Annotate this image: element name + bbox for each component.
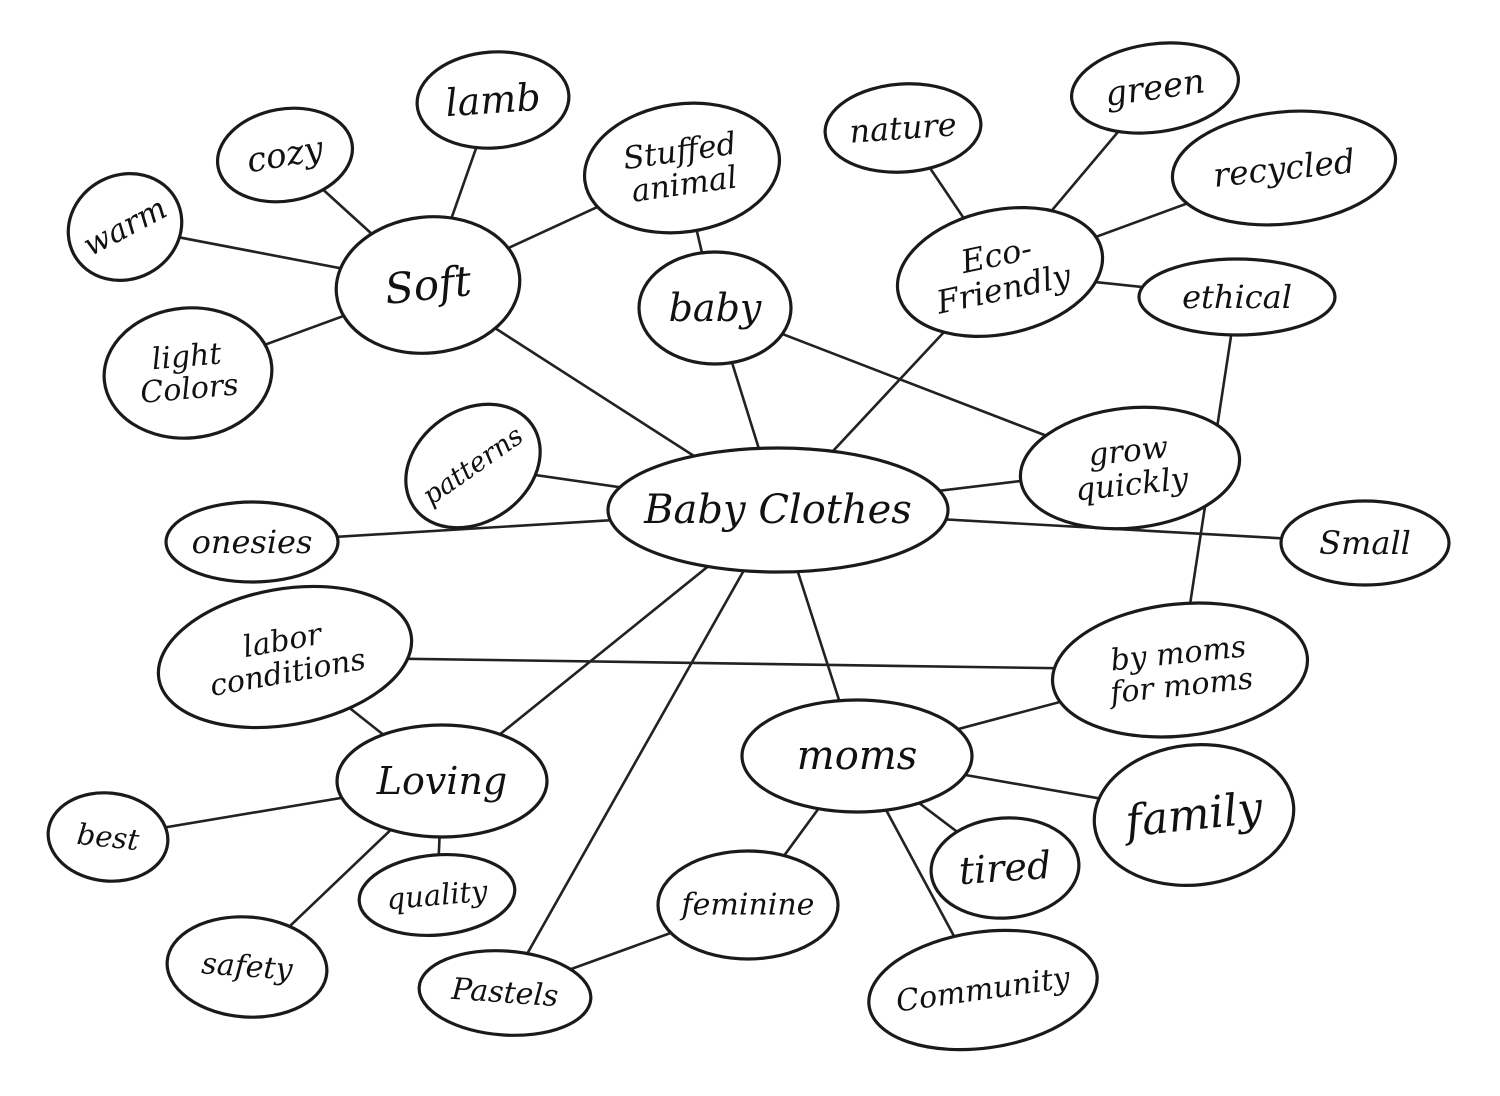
node-nature: nature bbox=[823, 82, 983, 174]
node-light-colors-bubble bbox=[102, 306, 274, 440]
node-green-bubble bbox=[1069, 41, 1241, 135]
node-moms-label: moms bbox=[797, 733, 917, 779]
edge-labor-conditions-to-by-moms-for-moms bbox=[283, 655, 1182, 672]
node-onesies-bubble bbox=[164, 500, 340, 584]
node-recycled-bubble bbox=[1170, 109, 1398, 227]
node-onesies-label: onesies bbox=[192, 523, 313, 561]
node-soft-label: Soft bbox=[382, 256, 473, 314]
node-tired: tired bbox=[929, 816, 1081, 920]
node-best-label: best bbox=[75, 817, 141, 857]
node-onesies: onesies bbox=[164, 500, 340, 584]
node-tired-label: tired bbox=[957, 843, 1052, 893]
node-best: best bbox=[46, 791, 170, 883]
node-tired-bubble bbox=[929, 816, 1081, 920]
node-lamb: lamb bbox=[415, 50, 571, 150]
node-quality-bubble bbox=[357, 852, 517, 938]
node-small-label: Small bbox=[1319, 524, 1411, 562]
edge-baby-clothes-to-pastels bbox=[503, 508, 780, 995]
node-best-bubble bbox=[46, 791, 170, 883]
node-stuffed-animal-bubble bbox=[582, 101, 782, 235]
node-soft: Soft bbox=[334, 215, 522, 355]
node-baby: baby bbox=[637, 250, 793, 366]
node-moms-bubble bbox=[740, 698, 974, 814]
node-warm-bubble bbox=[66, 172, 184, 282]
node-loving-label: Loving bbox=[376, 759, 508, 803]
node-lamb-bubble bbox=[415, 50, 571, 150]
node-baby-bubble bbox=[637, 250, 793, 366]
node-loving-bubble bbox=[335, 723, 549, 839]
node-nature-label: nature bbox=[848, 105, 958, 150]
node-soft-bubble bbox=[334, 215, 522, 355]
node-cozy-bubble bbox=[215, 106, 355, 204]
node-baby-label: baby bbox=[669, 286, 762, 330]
node-pastels-bubble bbox=[417, 949, 593, 1037]
node-grow-quickly-bubble bbox=[1018, 405, 1242, 531]
node-pastels: Pastels bbox=[417, 949, 593, 1037]
node-feminine-label: feminine bbox=[680, 888, 815, 923]
node-quality: quality bbox=[357, 852, 517, 938]
node-patterns: patterns bbox=[404, 402, 542, 530]
node-nature-bubble bbox=[823, 82, 983, 174]
node-baby-clothes: Baby Clothes bbox=[606, 446, 950, 574]
node-green: green bbox=[1069, 41, 1241, 135]
node-feminine: feminine bbox=[656, 849, 840, 961]
node-ethical-label: ethical bbox=[1182, 278, 1292, 316]
node-patterns-bubble bbox=[404, 402, 542, 530]
node-grow-quickly-label-line-1: grow bbox=[1087, 429, 1170, 473]
node-moms: moms bbox=[740, 698, 974, 814]
node-small-bubble bbox=[1279, 499, 1451, 587]
node-loving: Loving bbox=[335, 723, 549, 839]
node-ethical: ethical bbox=[1137, 257, 1337, 337]
node-eco-friendly-bubble bbox=[895, 206, 1105, 338]
node-safety: safety bbox=[165, 915, 329, 1019]
node-light-colors-label-line-1: light bbox=[150, 336, 223, 377]
node-family-bubble bbox=[1092, 743, 1296, 887]
node-baby-clothes-bubble bbox=[606, 446, 950, 574]
node-safety-bubble bbox=[165, 915, 329, 1019]
nodes-layer: Baby ClothesSoftlambcozywarmlightColorsS… bbox=[46, 41, 1451, 1052]
node-community-bubble bbox=[867, 928, 1099, 1052]
node-lamb-label: lamb bbox=[444, 75, 542, 126]
node-cozy: cozy bbox=[215, 106, 355, 204]
node-pastels-label: Pastels bbox=[449, 972, 559, 1014]
node-ethical-bubble bbox=[1137, 257, 1337, 337]
node-baby-clothes-label: Baby Clothes bbox=[643, 487, 912, 533]
node-small: Small bbox=[1279, 499, 1451, 587]
node-eco-friendly: Eco-Friendly bbox=[895, 206, 1105, 338]
node-community: Community bbox=[867, 928, 1099, 1052]
node-feminine-bubble bbox=[656, 849, 840, 961]
node-warm: warm bbox=[66, 172, 184, 282]
node-light-colors-label-line-2: Colors bbox=[139, 367, 240, 410]
node-family: family bbox=[1092, 743, 1296, 887]
node-recycled: recycled bbox=[1170, 109, 1398, 227]
node-by-moms-for-moms-bubble bbox=[1050, 601, 1310, 739]
node-safety-label: safety bbox=[200, 946, 294, 987]
node-labor-conditions-bubble bbox=[156, 584, 414, 730]
